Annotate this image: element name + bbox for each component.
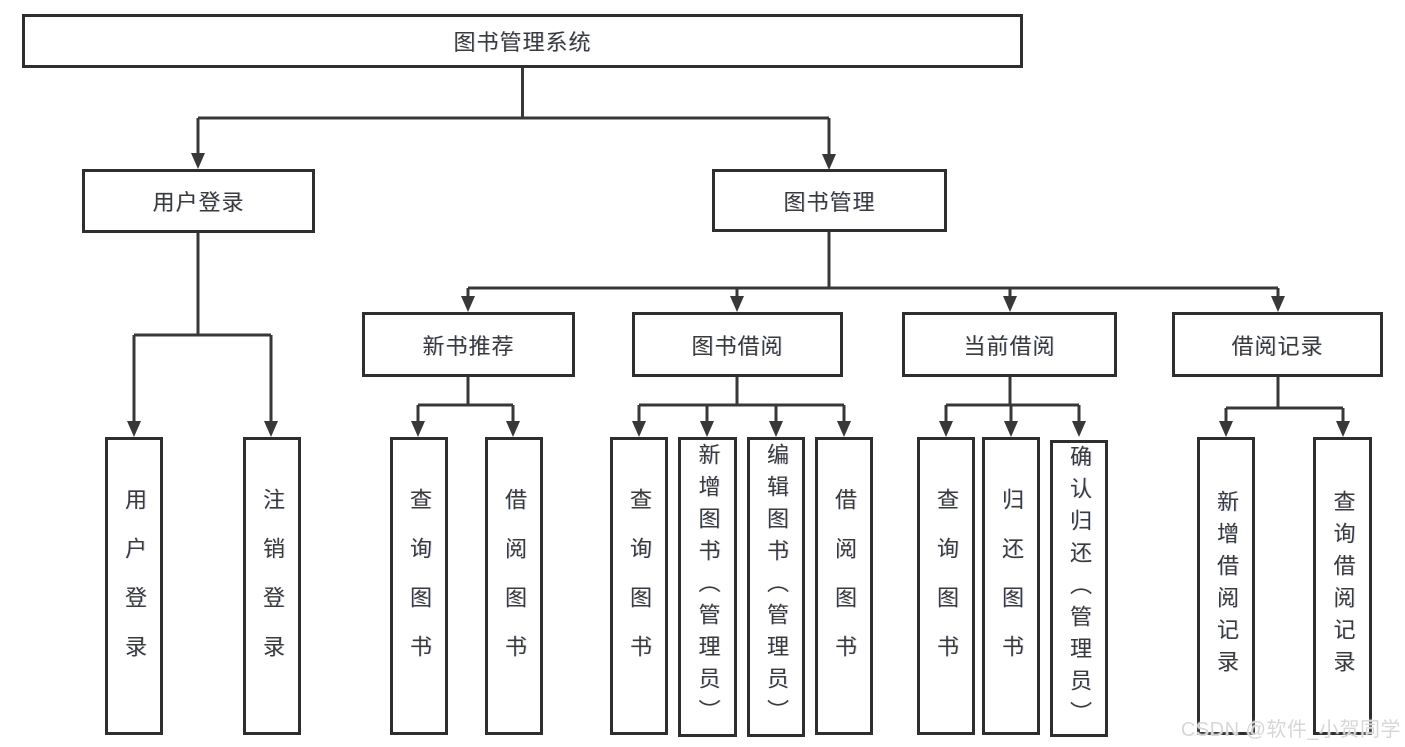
leaf-borrow-books-borrowing-label: 借阅图书 — [832, 488, 857, 684]
leaf-query-books-borrowing-label: 查询图书 — [627, 488, 652, 684]
node-library-management-system: 图书管理系统 — [22, 14, 1023, 68]
leaf-return-book-label: 归还图书 — [999, 488, 1024, 684]
leaf-add-book-admin-label: 新增图书（管理员） — [695, 443, 721, 731]
leaf-borrow-books-borrowing: 借阅图书 — [815, 437, 873, 735]
leaf-query-books-borrowing: 查询图书 — [610, 437, 668, 735]
leaf-confirm-return-admin-label: 确认归还（管理员） — [1067, 444, 1092, 733]
leaf-borrow-books-recommend-label: 借阅图书 — [502, 488, 527, 684]
watermark: CSDN @软件_小贺同学 — [1180, 719, 1401, 741]
node-book-management: 图书管理 — [712, 169, 947, 232]
node-book-borrowing: 图书借阅 — [632, 312, 843, 377]
leaf-query-borrow-record-label: 查询借阅记录 — [1330, 490, 1356, 682]
leaf-borrow-books-recommend: 借阅图书 — [485, 437, 543, 735]
node-new-book-recommend: 新书推荐 — [362, 312, 575, 377]
leaf-logout-label: 注销登录 — [260, 488, 285, 684]
node-user-login: 用户登录 — [82, 169, 315, 233]
leaf-query-books-recommend: 查询图书 — [390, 437, 448, 735]
leaf-query-books-recommend-label: 查询图书 — [407, 488, 432, 684]
leaf-edit-book-admin-label: 编辑图书（管理员） — [764, 443, 789, 731]
node-current-borrowing: 当前借阅 — [902, 312, 1117, 377]
leaf-add-borrow-record-label: 新增借阅记录 — [1214, 490, 1239, 682]
leaf-edit-book-admin: 编辑图书（管理员） — [747, 437, 805, 737]
leaf-user-login: 用户登录 — [105, 437, 163, 735]
leaf-confirm-return-admin: 确认归还（管理员） — [1050, 440, 1108, 737]
leaf-query-books-current: 查询图书 — [917, 437, 975, 735]
node-borrowing-records: 借阅记录 — [1172, 312, 1383, 377]
leaf-add-borrow-record: 新增借阅记录 — [1197, 437, 1255, 735]
leaf-return-book: 归还图书 — [982, 437, 1040, 735]
leaf-add-book-admin: 新增图书（管理员） — [678, 437, 737, 737]
leaf-logout: 注销登录 — [243, 437, 301, 735]
leaf-user-login-label: 用户登录 — [122, 488, 147, 684]
leaf-query-books-current-label: 查询图书 — [934, 488, 959, 684]
leaf-query-borrow-record: 查询借阅记录 — [1313, 437, 1372, 735]
